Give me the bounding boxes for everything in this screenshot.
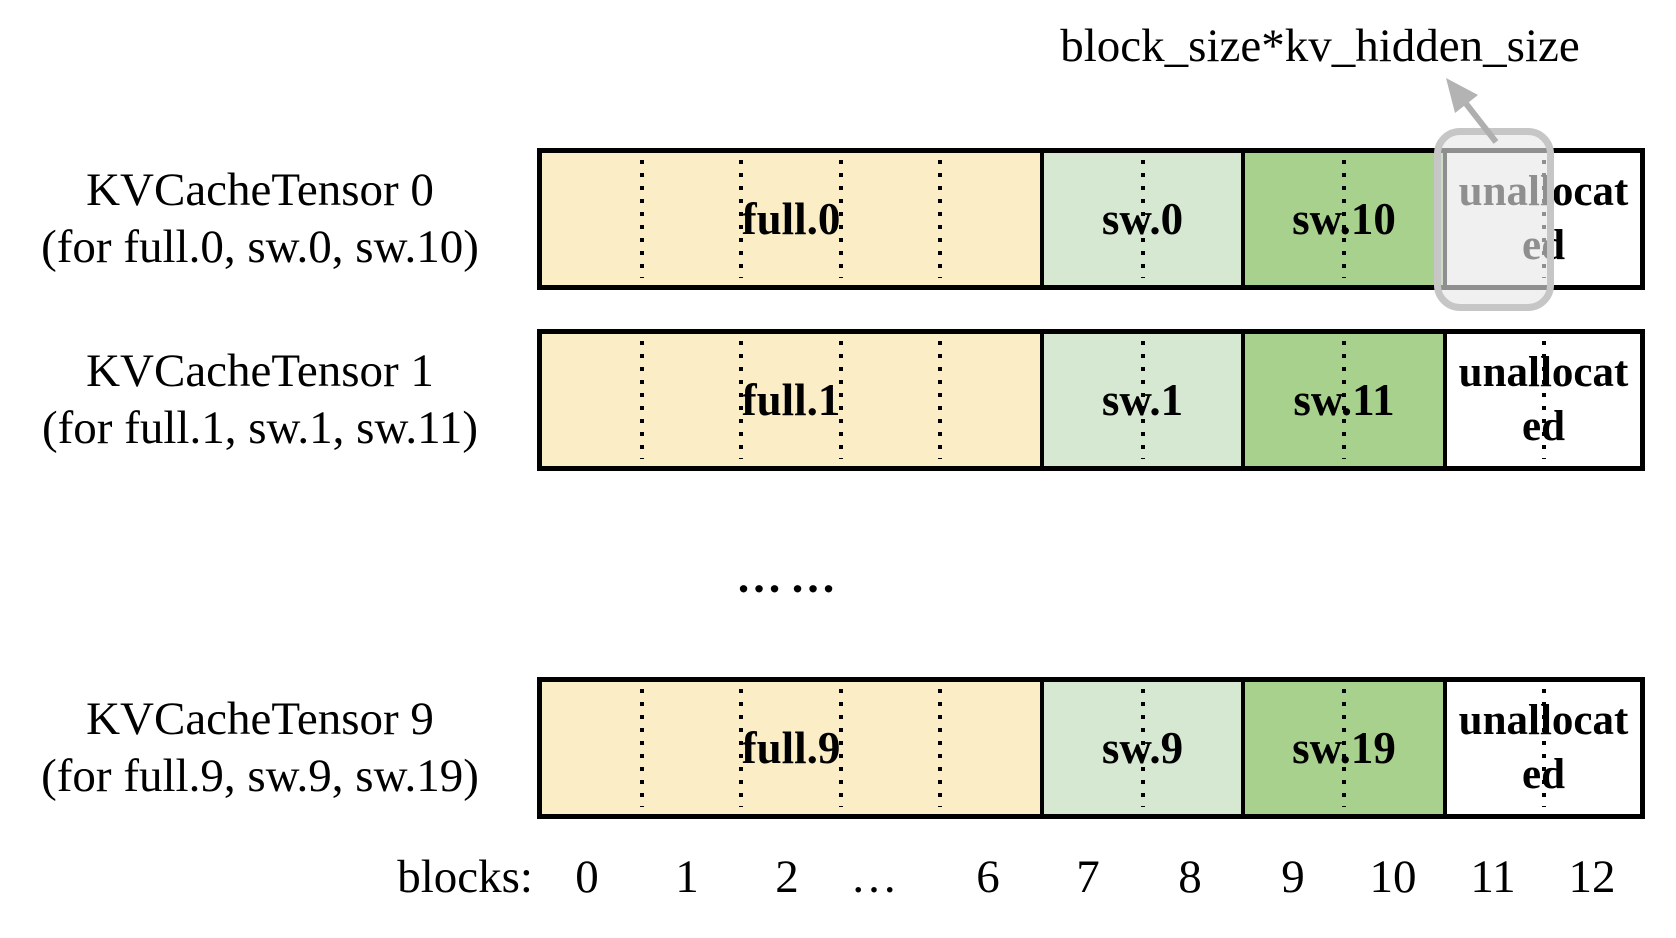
block-divider	[1140, 341, 1145, 459]
tensor-0-name: KVCacheTensor 0	[86, 164, 434, 216]
block-divider	[938, 689, 943, 807]
sw-front-section-0: sw.0	[1040, 153, 1241, 285]
block-tick-6: 6	[976, 851, 1000, 903]
block-tick-0: 0	[575, 851, 599, 903]
block-size-annotation: block_size*kv_hidden_size	[1060, 20, 1580, 72]
sw-front-label: sw.0	[1101, 194, 1184, 244]
block-divider	[838, 341, 843, 459]
block-divider	[1342, 689, 1346, 807]
block-tick-7: 7	[1076, 851, 1100, 903]
tensor-9-label: KVCacheTensor 9 (for full.9, sw.9, sw.19…	[0, 691, 520, 805]
tensor-0-label: KVCacheTensor 0 (for full.0, sw.0, sw.10…	[0, 162, 520, 276]
block-divider	[639, 689, 644, 807]
block-divider	[1140, 689, 1145, 807]
full-section-1: full.1	[542, 334, 1040, 466]
block-tick-12: 12	[1568, 851, 1616, 903]
sw-front-label: sw.9	[1101, 723, 1184, 773]
tensor-1-scope: (for full.1, sw.1, sw.11)	[42, 402, 478, 454]
unallocated-label: unallocated	[1458, 697, 1629, 798]
tensor-1-label: KVCacheTensor 1 (for full.1, sw.1, sw.11…	[0, 343, 520, 457]
kv-cache-bar-1: full.1 sw.1 sw.11 unallocated	[537, 329, 1645, 471]
block-divider	[1541, 689, 1546, 807]
block-divider	[739, 160, 744, 278]
sw-back-section-0: sw.10	[1241, 153, 1443, 285]
full-section-0: full.0	[542, 153, 1040, 285]
sw-front-label: sw.1	[1101, 375, 1184, 425]
unallocated-section-9: unallocated	[1443, 682, 1640, 814]
block-divider	[639, 341, 644, 459]
block-divider	[639, 160, 644, 278]
tensor-0-scope: (for full.0, sw.0, sw.10)	[41, 221, 479, 273]
block-divider	[1342, 341, 1346, 459]
unallocated-label: unallocated	[1458, 349, 1629, 450]
block-tick-10: 10	[1369, 851, 1417, 903]
block-tick-1: 1	[675, 851, 699, 903]
sw-back-label: sw.11	[1293, 375, 1395, 425]
block-tick-ellipsis: …	[850, 851, 898, 903]
unallocated-section-1: unallocated	[1443, 334, 1640, 466]
block-divider	[1342, 160, 1346, 278]
block-tick-9: 9	[1281, 851, 1305, 903]
tensor-9-name: KVCacheTensor 9	[86, 693, 434, 745]
block-tick-8: 8	[1178, 851, 1202, 903]
block-divider	[838, 160, 843, 278]
tensor-1-name: KVCacheTensor 1	[86, 345, 434, 397]
block-divider	[1140, 160, 1145, 278]
sw-back-section-1: sw.11	[1241, 334, 1443, 466]
blocks-axis-label: blocks:	[397, 851, 533, 903]
full-section-label: full.9	[741, 723, 841, 773]
block-divider	[838, 689, 843, 807]
sw-front-section-1: sw.1	[1040, 334, 1241, 466]
rows-ellipsis: ……	[736, 551, 844, 602]
kv-cache-bar-9: full.9 sw.9 sw.19 unallocated	[537, 677, 1645, 819]
block-size-highlight-ring	[1434, 128, 1554, 311]
block-divider	[739, 689, 744, 807]
block-tick-11: 11	[1470, 851, 1516, 903]
sw-back-label: sw.10	[1292, 194, 1396, 244]
full-section-9: full.9	[542, 682, 1040, 814]
full-section-label: full.1	[741, 375, 841, 425]
block-divider	[1541, 341, 1546, 459]
sw-back-label: sw.19	[1292, 723, 1396, 773]
block-tick-2: 2	[775, 851, 799, 903]
sw-back-section-9: sw.19	[1241, 682, 1443, 814]
block-divider	[938, 341, 943, 459]
block-divider	[938, 160, 943, 278]
block-divider	[739, 341, 744, 459]
sw-front-section-9: sw.9	[1040, 682, 1241, 814]
full-section-label: full.0	[741, 194, 841, 244]
tensor-9-scope: (for full.9, sw.9, sw.19)	[41, 750, 479, 802]
